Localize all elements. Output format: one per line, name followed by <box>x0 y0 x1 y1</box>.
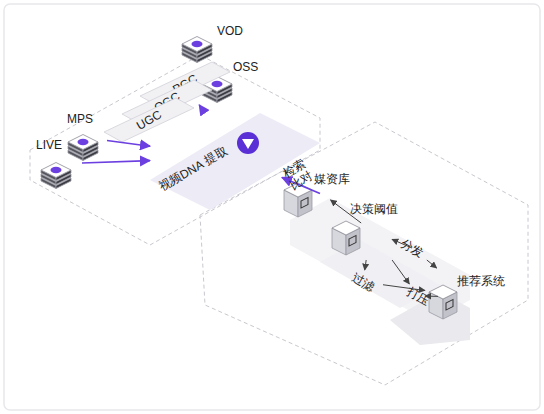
flow-arrow <box>365 260 366 270</box>
slab-top <box>332 221 360 235</box>
node-label: 推荐系统 <box>457 274 505 288</box>
node-label: 分发 <box>391 232 433 263</box>
box-symbol <box>349 235 356 246</box>
service-node: VOD <box>175 22 255 64</box>
flow-arrow <box>425 296 438 297</box>
action-label-box: 分发 <box>392 236 432 260</box>
dna-symbol-mark <box>242 139 254 149</box>
box-symbol <box>446 299 453 310</box>
node-label: 过滤 <box>342 266 384 297</box>
service-symbol <box>212 81 223 87</box>
node-label: LIVE <box>36 138 62 152</box>
service-node: MPS <box>55 112 107 162</box>
service-node: 推荐系统 <box>425 268 520 326</box>
source-band: UGC <box>104 98 194 142</box>
slab-top <box>41 163 71 178</box>
flow-arrow <box>82 161 150 163</box>
flow-base <box>390 292 470 345</box>
service-node: 决策阈值 <box>328 200 413 260</box>
service-symbol <box>78 139 89 145</box>
slab-top <box>429 285 457 299</box>
card-border <box>4 4 540 410</box>
node-label: VOD <box>217 24 243 38</box>
service-symbol <box>192 41 203 47</box>
flow-band <box>290 198 470 322</box>
slab-top <box>68 135 98 150</box>
node-label: UGC <box>107 91 192 148</box>
flow-arrow <box>198 105 200 106</box>
band-shape <box>150 113 320 210</box>
dna-symbol <box>237 132 259 154</box>
node-label: 媒资库 <box>314 172 350 186</box>
flow-arrow <box>107 140 150 146</box>
slab-top <box>182 37 212 52</box>
flow-arrow <box>331 200 362 223</box>
service-symbol <box>51 167 62 173</box>
box-symbol <box>301 197 308 208</box>
service-node: LIVE <box>30 138 82 190</box>
flow-arrow <box>392 239 412 248</box>
flow-arrow <box>383 285 425 291</box>
node-label: 决策阈值 <box>350 202 398 216</box>
action-label-box: 过滤 <box>343 270 383 294</box>
flow-arrow <box>392 260 409 284</box>
node-label: OSS <box>233 60 258 74</box>
node-label: MPS <box>67 112 93 126</box>
source-region <box>30 55 320 245</box>
flow-arrow <box>427 260 437 268</box>
